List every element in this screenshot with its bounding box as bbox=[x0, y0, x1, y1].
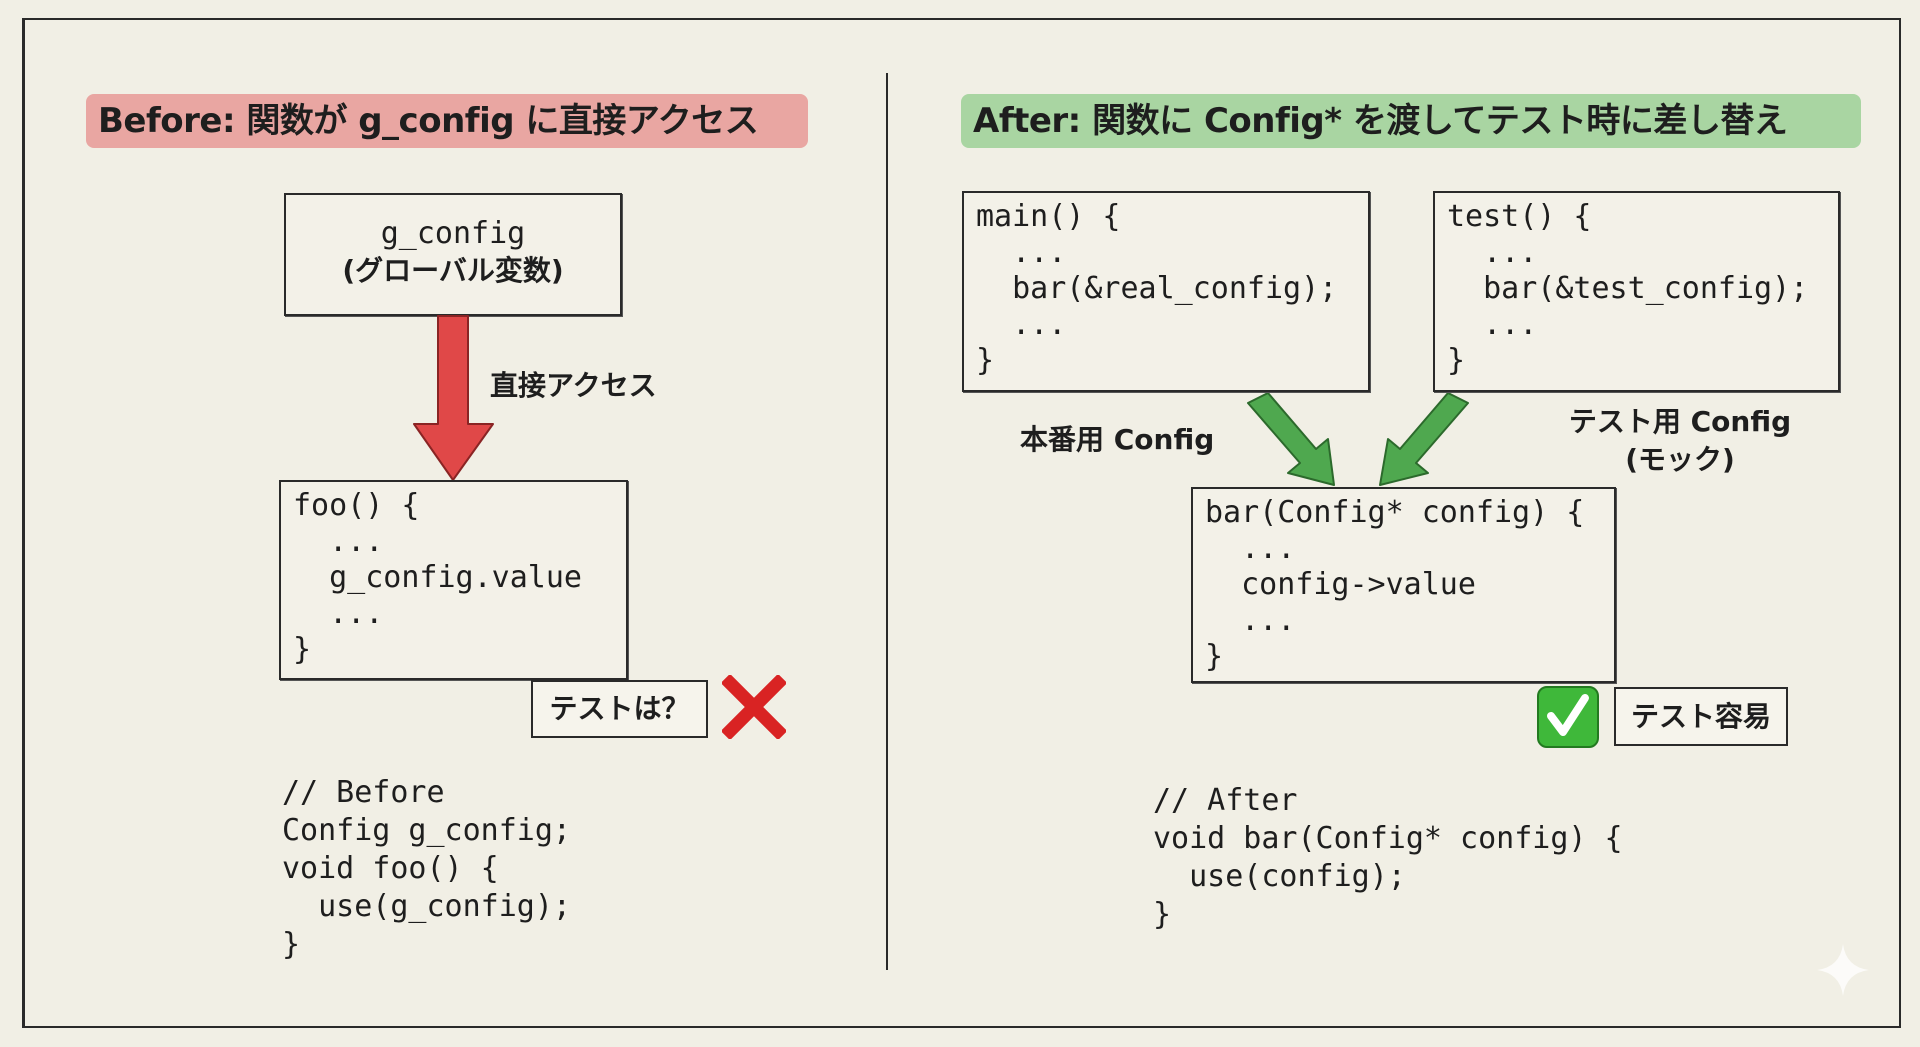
code-line: ... bbox=[1205, 603, 1296, 638]
test-config-arrow-icon bbox=[1379, 393, 1469, 486]
code-line: bar(&real_config); bbox=[976, 271, 1338, 306]
code-line: ... bbox=[293, 596, 384, 631]
code-line: ... bbox=[1205, 531, 1296, 566]
test-config-label-line: テスト用 Config bbox=[1568, 405, 1792, 438]
code-line: ... bbox=[293, 524, 384, 559]
code-line: main() { bbox=[976, 199, 1121, 234]
code-line: g_config.value bbox=[293, 560, 582, 595]
code-line: } bbox=[1205, 639, 1224, 674]
real-config-label: 本番用 Config bbox=[1020, 423, 1215, 456]
cross-mark-icon bbox=[722, 675, 786, 739]
global-config-desc: (グローバル変数) bbox=[342, 254, 564, 287]
code-line: } bbox=[1447, 343, 1466, 378]
code-line: use(config); bbox=[1153, 859, 1406, 894]
direct-access-arrow-icon bbox=[413, 315, 494, 481]
code-line: } bbox=[282, 927, 301, 962]
direct-access-label: 直接アクセス bbox=[490, 369, 657, 402]
code-line: test() { bbox=[1447, 199, 1592, 234]
code-line: ... bbox=[1447, 235, 1538, 270]
code-line: } bbox=[1153, 897, 1172, 932]
code-line: foo() { bbox=[293, 488, 420, 523]
code-line: // After bbox=[1153, 783, 1298, 818]
code-line: bar(&test_config); bbox=[1447, 271, 1809, 306]
easy-testing-tag: テスト容易 bbox=[1614, 687, 1788, 746]
after-title: After: 関数に Config* を渡してテスト時に差し替え bbox=[961, 94, 1861, 148]
test-function-box: test() { ... bar(&test_config); ... } bbox=[1433, 191, 1840, 392]
sparkle-icon bbox=[1817, 944, 1869, 996]
code-line: bar(Config* config) { bbox=[1205, 495, 1585, 530]
bar-function-box: bar(Config* config) { ... config->value … bbox=[1191, 487, 1616, 683]
real-config-arrow-icon bbox=[1247, 393, 1335, 486]
code-line: // Before bbox=[282, 775, 445, 810]
diagram-frame bbox=[22, 18, 1901, 1028]
code-line: Config g_config; bbox=[282, 813, 571, 848]
mock-label: (モック) bbox=[1625, 443, 1735, 476]
foo-function-box: foo() { ... g_config.value ... } bbox=[279, 480, 628, 680]
before-title: Before: 関数が g_config に直接アクセス bbox=[86, 94, 808, 148]
code-line: } bbox=[293, 632, 312, 667]
check-mark-icon bbox=[1537, 686, 1599, 748]
code-line: config->value bbox=[1205, 567, 1476, 602]
global-config-box: g_config (グローバル変数) bbox=[284, 193, 622, 316]
code-line: use(g_config); bbox=[282, 889, 571, 924]
global-config-name: g_config bbox=[380, 216, 526, 251]
after-code-snippet: // After void bar(Config* config) { use(… bbox=[1153, 782, 1623, 934]
code-line: void bar(Config* config) { bbox=[1153, 821, 1623, 856]
code-line: ... bbox=[1447, 307, 1538, 342]
code-line: } bbox=[976, 343, 995, 378]
code-line: ... bbox=[976, 235, 1067, 270]
code-line: void foo() { bbox=[282, 851, 499, 886]
section-divider bbox=[886, 73, 888, 970]
code-line: ... bbox=[976, 307, 1067, 342]
main-function-box: main() { ... bar(&real_config); ... } bbox=[962, 191, 1370, 392]
before-code-snippet: // Before Config g_config; void foo() { … bbox=[282, 774, 571, 964]
test-question-tag: テストは？ bbox=[531, 680, 708, 738]
green-arrows bbox=[1247, 393, 1469, 486]
test-config-label: テスト用 Config (モック) bbox=[1560, 403, 1800, 479]
